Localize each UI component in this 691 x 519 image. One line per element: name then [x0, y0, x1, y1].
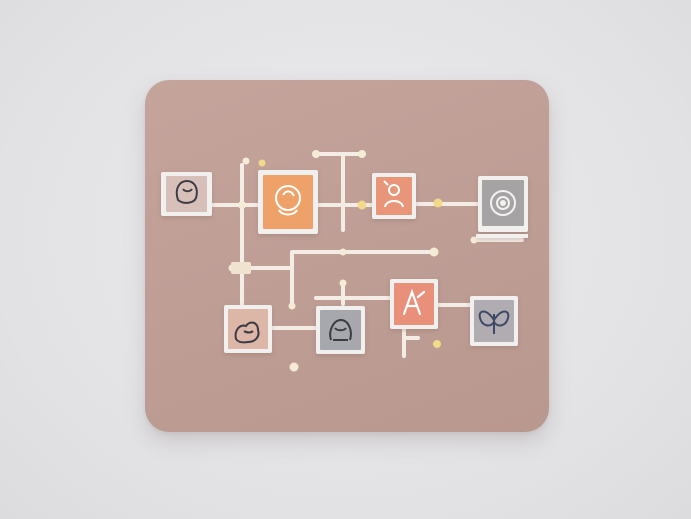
node-6 [316, 306, 365, 354]
face-icon [175, 179, 198, 204]
node-3 [372, 173, 416, 219]
connector-node7-down [402, 328, 420, 358]
junction-dot [289, 362, 299, 372]
node-2 [258, 170, 318, 234]
junction-dot [358, 150, 366, 158]
junction-dot [312, 150, 320, 158]
hand-icon [234, 321, 260, 344]
junction-block [231, 262, 251, 274]
junction-dot [339, 248, 347, 256]
junction-dot [433, 340, 441, 348]
node-1 [161, 172, 212, 216]
junction-dot [288, 302, 296, 310]
diagram-board [145, 80, 549, 432]
junction-dot [339, 279, 347, 287]
junction-dot [433, 198, 443, 208]
junction-dots [228, 150, 478, 372]
connector-mid-branch [290, 250, 436, 308]
node-5 [224, 305, 272, 353]
junction-dot [242, 157, 250, 165]
head-icon [275, 185, 301, 216]
junction-dot [470, 236, 478, 244]
butterfly-icon [478, 310, 510, 334]
group-icon [329, 318, 352, 341]
node-4 [476, 176, 528, 238]
node-8 [470, 296, 518, 346]
connector-top-t [314, 152, 364, 232]
junction-dot [258, 159, 266, 167]
junction-dot [357, 200, 367, 210]
target-icon [490, 190, 516, 216]
junction-dot [429, 247, 439, 257]
connector-node6-node7 [314, 280, 392, 306]
person-icon [383, 180, 404, 208]
node-7 [390, 279, 438, 329]
arrow-icon [402, 288, 426, 316]
junction-dot [238, 201, 246, 209]
